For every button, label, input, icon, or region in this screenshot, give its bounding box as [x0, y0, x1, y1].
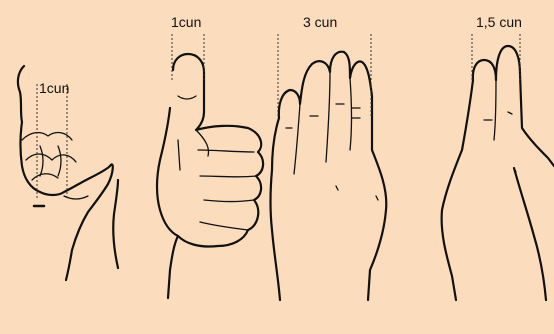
measure-label: 3 cun [303, 14, 337, 30]
bent-finger-hand [18, 66, 118, 280]
measure-label: 1cun [171, 14, 201, 30]
panel-thumb: 1cun [157, 14, 263, 298]
panel-bent-middle-finger: 1cun [18, 66, 118, 280]
two-finger-hand [442, 46, 554, 300]
measure-label: 1cun [39, 80, 69, 96]
panel-four-fingers: 3 cun [271, 14, 387, 300]
knuckle-marks [484, 112, 516, 172]
four-finger-hand [271, 52, 387, 300]
panel-two-fingers: 1,5 cun [442, 14, 554, 300]
measure-label: 1,5 cun [476, 14, 522, 30]
